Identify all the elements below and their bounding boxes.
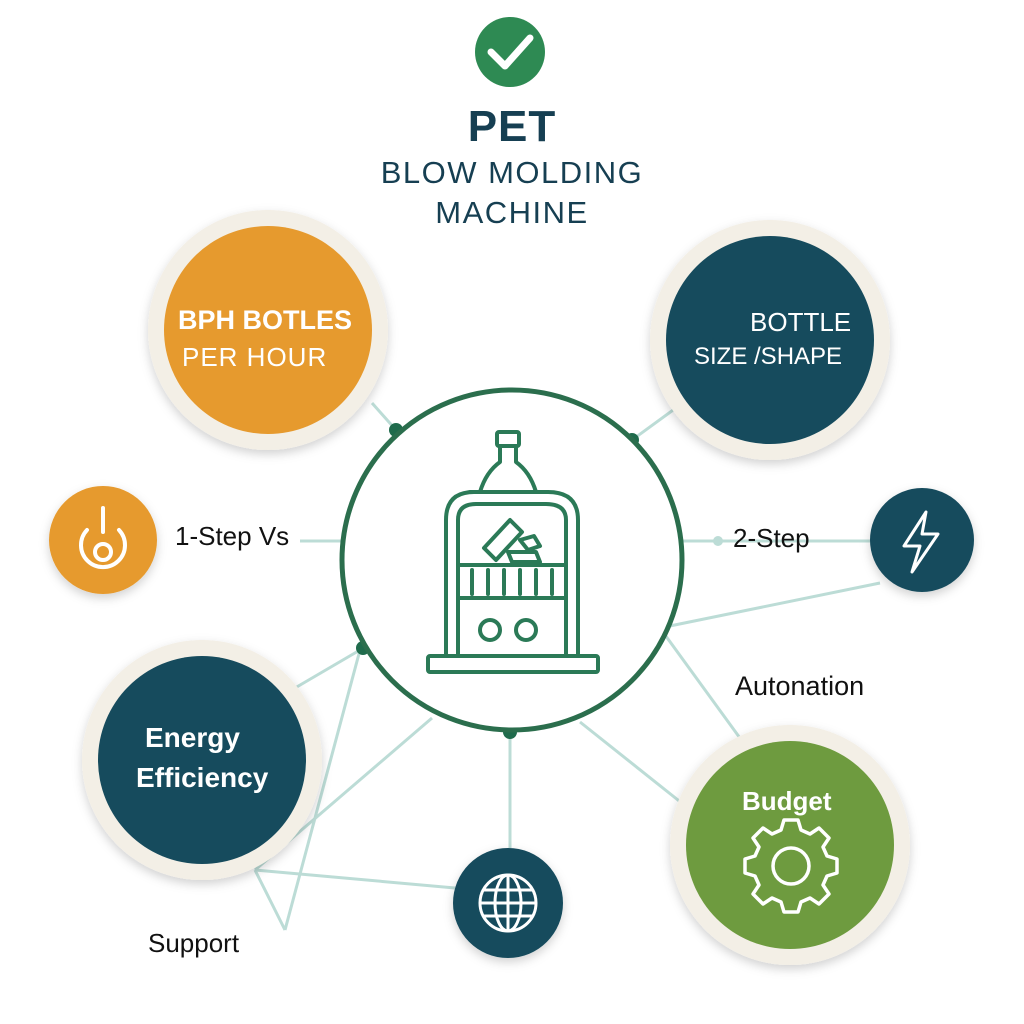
lightning-icon xyxy=(902,510,940,574)
gear-icon xyxy=(743,818,839,914)
energy-label-line2: Efficiency xyxy=(136,762,269,793)
globe-node xyxy=(453,848,563,958)
check-icon xyxy=(475,17,545,87)
step1-label: 1-Step Vs xyxy=(175,521,290,551)
bottle-label-line1: BOTTLE xyxy=(750,307,852,337)
bottle-machine-icon xyxy=(426,430,600,674)
budget-label: Budget xyxy=(742,786,832,816)
lightning-node xyxy=(870,488,974,592)
bph-node xyxy=(148,210,388,450)
power-icon xyxy=(79,506,127,570)
page-subtitle-line1: BLOW MOLDING xyxy=(380,155,644,190)
bottle-label-line2: SIZE /SHAPE xyxy=(694,343,843,370)
bph-label-line2: PER HOUR xyxy=(182,342,328,372)
connector-lines xyxy=(253,402,881,931)
automation-label: Autonation xyxy=(735,671,865,701)
bottle-size-node xyxy=(650,220,890,460)
page-subtitle-line2: MACHINE xyxy=(435,195,589,230)
globe-icon xyxy=(478,873,538,933)
bph-label-line1: BPH BOTLES xyxy=(178,305,353,335)
budget-node xyxy=(670,725,910,965)
page-title: PET xyxy=(467,102,557,151)
power-node xyxy=(49,486,157,594)
energy-node xyxy=(82,640,322,880)
step2-label: 2-Step xyxy=(733,523,810,553)
energy-label-line1: Energy xyxy=(145,722,240,753)
support-label: Support xyxy=(148,928,240,958)
